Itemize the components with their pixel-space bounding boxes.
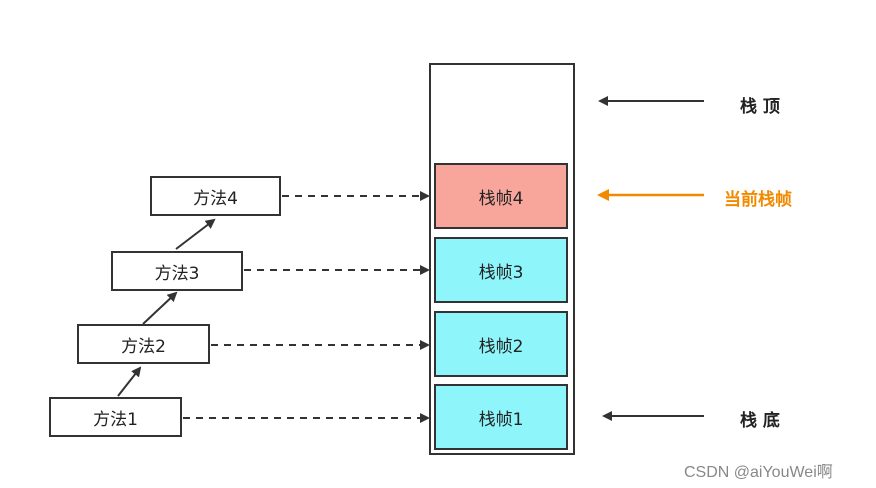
frame-1: 栈帧1 [434, 384, 568, 450]
method-4-box: 方法4 [150, 176, 281, 216]
stack-bottom-label: 栈 底 [740, 411, 780, 431]
frame-4: 栈帧4 [434, 163, 568, 229]
method-1-box: 方法1 [49, 397, 182, 437]
call-arrow-3-to-4 [175, 218, 216, 250]
watermark-text: CSDN @aiYouWei啊 [684, 464, 833, 481]
call-arrow-1-to-2 [117, 366, 142, 397]
frame-2: 栈帧2 [434, 311, 568, 377]
frame-3: 栈帧3 [434, 237, 568, 303]
call-arrow-2-to-3 [142, 291, 178, 325]
stack-top-label: 栈 顶 [740, 97, 780, 117]
method-2-box: 方法2 [77, 324, 210, 364]
method-3-box: 方法3 [111, 251, 243, 291]
current-frame-label: 当前栈帧 [724, 190, 792, 210]
